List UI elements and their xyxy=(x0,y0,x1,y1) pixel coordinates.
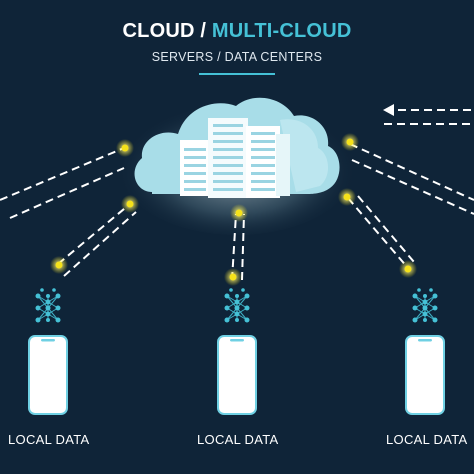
page-title: CLOUD / MULTI-CLOUD xyxy=(0,20,474,43)
connector-left-lower-2 xyxy=(63,211,137,277)
neural-network-icon xyxy=(224,287,250,323)
arrow-left-icon xyxy=(383,104,394,116)
subtitle-underline xyxy=(199,73,275,75)
connector-right-lower-2 xyxy=(357,195,415,263)
neural-network-icon xyxy=(35,288,61,323)
connector-center-2 xyxy=(241,213,245,281)
title-multi-cloud: MULTI-CLOUD xyxy=(211,20,352,42)
page-subtitle: SERVERS / DATA CENTERS xyxy=(151,50,323,64)
server-rack-icon xyxy=(180,118,290,198)
connector-right-upper-2 xyxy=(351,159,474,215)
connector-left-lower xyxy=(57,203,131,265)
connector-left-upper-2 xyxy=(9,167,125,219)
local-data-label-center: LOCAL DATA xyxy=(197,432,279,447)
signal-dots xyxy=(50,133,417,286)
smartphone-icon xyxy=(217,335,257,415)
local-data-label-right: LOCAL DATA xyxy=(386,432,468,447)
connector-center-1 xyxy=(231,213,237,281)
connection-lines xyxy=(0,109,474,281)
title-cloud: CLOUD / xyxy=(122,20,207,42)
smartphone-icon xyxy=(405,335,445,415)
connector-left-upper xyxy=(0,147,125,201)
local-data-label-left: LOCAL DATA xyxy=(8,432,90,447)
connector-right-upper xyxy=(349,143,474,201)
connector-right-lower xyxy=(347,197,409,269)
smartphone-icon xyxy=(28,335,68,415)
neural-network-icon xyxy=(412,287,438,323)
